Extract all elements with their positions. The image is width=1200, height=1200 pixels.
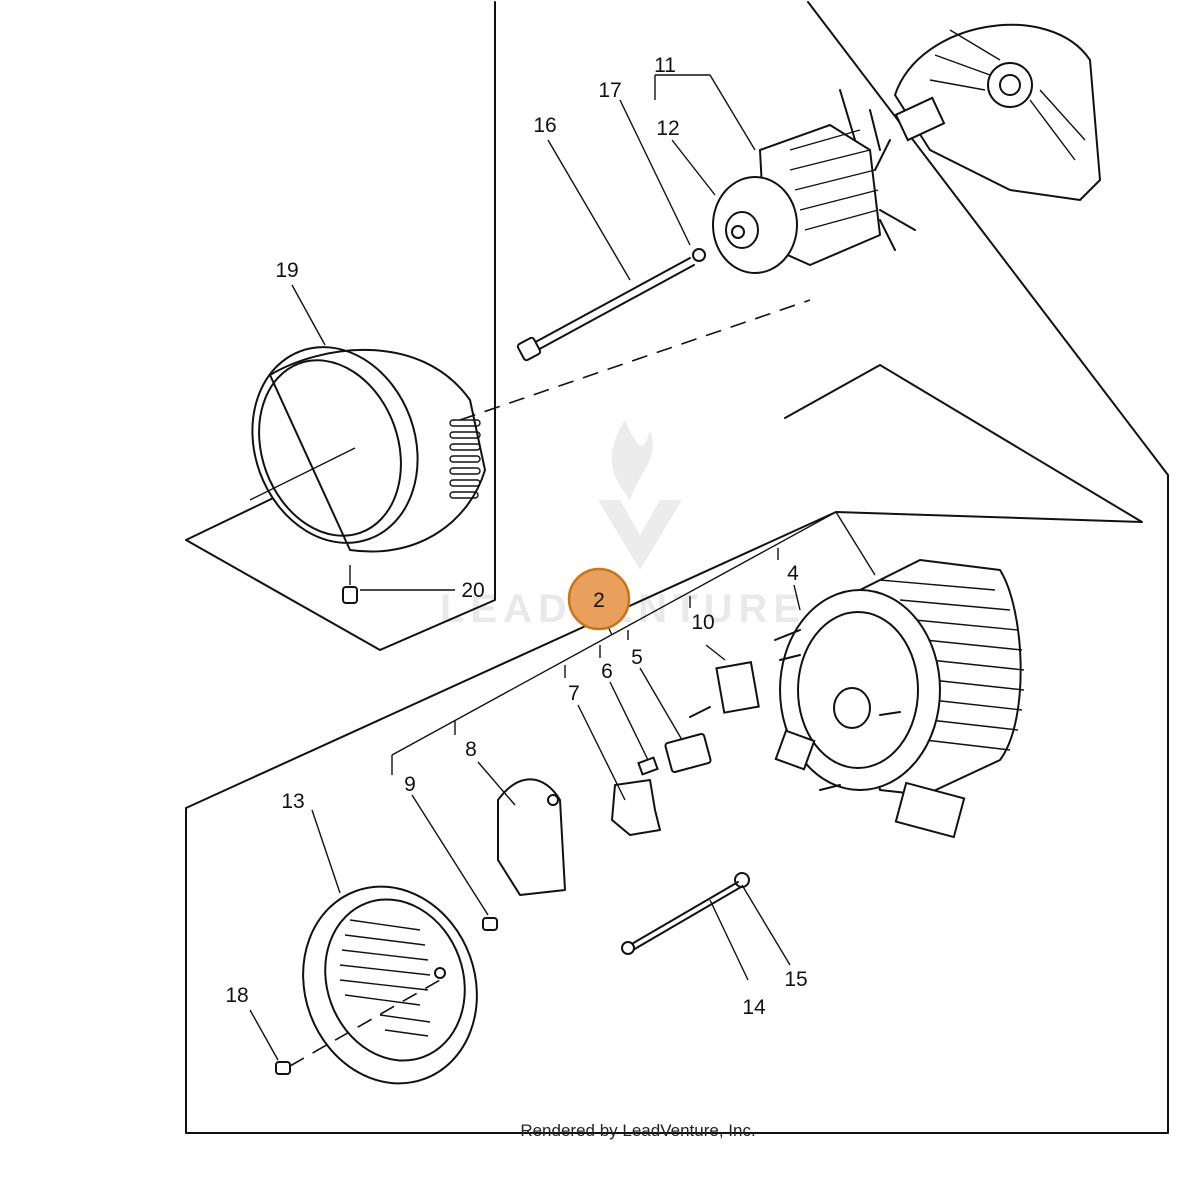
part-6-brush	[637, 756, 659, 776]
callout-label-5: 5	[631, 646, 643, 669]
part-8-cover	[497, 778, 566, 896]
part-9-screw	[482, 917, 498, 931]
leader-lines	[249, 74, 801, 1061]
part-15-washer	[734, 872, 750, 888]
callout-label-17: 17	[598, 79, 621, 102]
part-10-rectifier	[689, 661, 760, 718]
callout-label-7: 7	[568, 682, 580, 705]
callout-label-9: 9	[404, 773, 416, 796]
callout-label-2[interactable]: 2	[593, 589, 605, 612]
part-5-brush-holder	[664, 733, 712, 773]
callout-label-15: 15	[784, 968, 807, 991]
part-13-end-cover	[302, 885, 478, 1085]
callout-label-10: 10	[691, 611, 714, 634]
part-7-brush-plate	[611, 779, 661, 836]
callout-label-14: 14	[742, 996, 766, 1019]
callout-label-8: 8	[465, 738, 477, 761]
assembly-lines	[391, 299, 876, 775]
callout-label-19: 19	[275, 259, 298, 282]
part-16-bolt	[516, 257, 695, 362]
footer-credit: Rendered by LeadVenture, Inc.	[520, 1121, 755, 1140]
callout-label-12: 12	[656, 117, 679, 140]
highlight-circle[interactable]	[567, 567, 631, 631]
callout-label-20: 20	[461, 579, 484, 602]
callout-labels: 4 5 6 7 8 9 10 11 12 13 14 15 16 17 18 1…	[225, 54, 807, 1019]
callout-label-13: 13	[281, 790, 304, 813]
part-20-screw	[342, 565, 358, 604]
engine-housing	[894, 23, 1101, 201]
callout-label-11: 11	[654, 54, 676, 77]
part-17-washer	[692, 248, 706, 262]
callout-label-18: 18	[225, 984, 248, 1007]
callout-2-highlight[interactable]: 2	[567, 567, 631, 631]
callout-label-4: 4	[787, 562, 799, 585]
part-11-rotor	[712, 89, 916, 274]
part-19-shroud	[249, 346, 486, 553]
part-18-screw	[275, 979, 441, 1075]
part-14-bolt	[621, 881, 742, 955]
callout-label-16: 16	[533, 114, 556, 137]
part-4-stator	[774, 559, 1025, 839]
callout-label-6: 6	[601, 660, 613, 683]
